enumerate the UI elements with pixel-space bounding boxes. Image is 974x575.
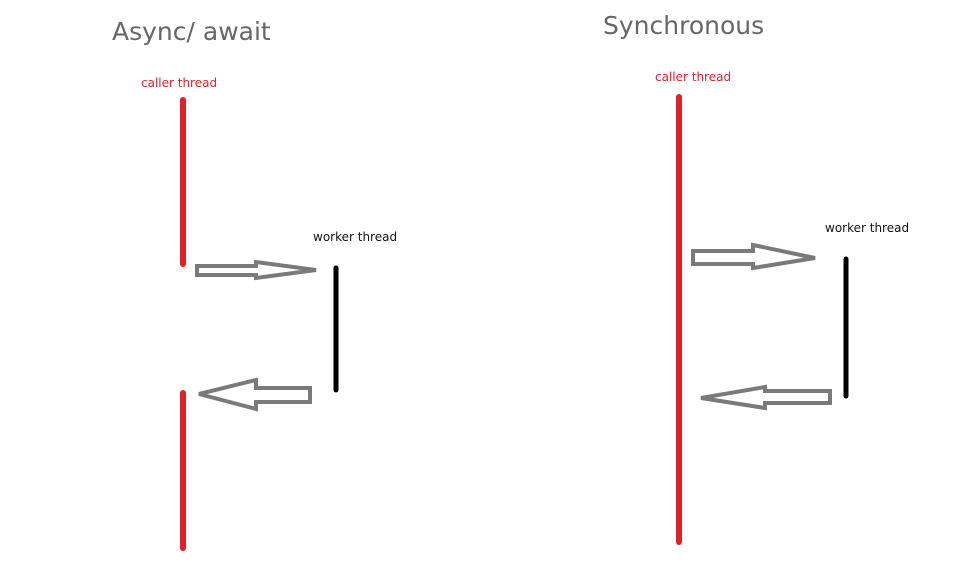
sync-worker-label: worker thread: [825, 221, 909, 235]
sync-return-arrow: [700, 384, 832, 411]
sync-title: Synchronous: [603, 11, 764, 40]
async-worker-label: worker thread: [313, 230, 397, 244]
async-return-arrow: [198, 377, 312, 412]
async-call-arrow: [195, 259, 317, 281]
sync-panel: Synchronous caller thread worker thread: [603, 11, 909, 545]
async-caller-label: caller thread: [141, 76, 217, 90]
sync-call-arrow: [691, 242, 816, 271]
async-title: Async/ await: [112, 17, 271, 46]
async-panel: Async/ await caller thread worker thread: [112, 17, 397, 551]
sync-caller-label: caller thread: [655, 70, 731, 84]
